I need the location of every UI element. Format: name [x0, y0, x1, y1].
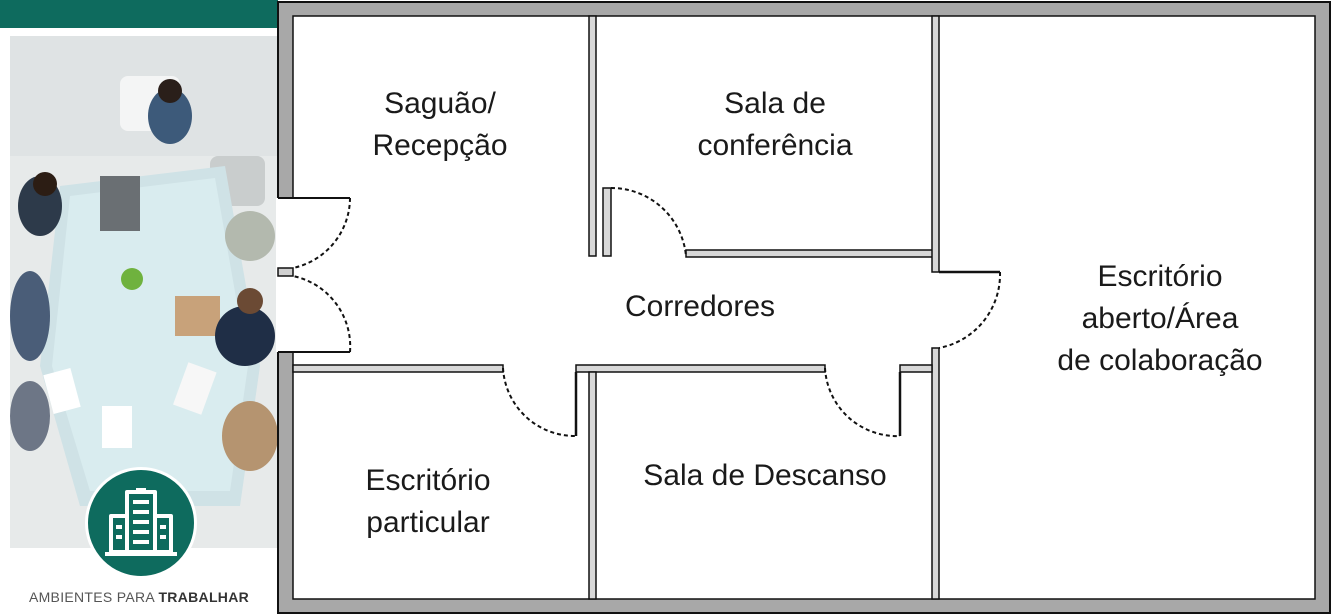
room-label-private-office-line1: Escritório [365, 464, 491, 497]
room-label-corridors-line1: Corredores [624, 290, 776, 323]
room-label-lobby-line2: Recepção [372, 129, 508, 162]
room-label-lobby-line1: Saguão/ [384, 87, 496, 120]
room-label-open-office-line1: Escritório [1097, 260, 1223, 293]
office-building-icon [85, 467, 197, 579]
brand-label-bold: TRABALHAR [158, 589, 250, 605]
brand-label: AMBIENTES PARA TRABALHAR [0, 589, 278, 605]
room-label-private-office-line2: particular [366, 506, 490, 539]
brand-label-light: AMBIENTES PARA [28, 589, 159, 605]
room-label-conference-line1: Sala de [724, 87, 826, 120]
meeting-photo-illustration [10, 36, 278, 548]
door-swings [502, 186, 1002, 438]
room-label-break-room-line1: Sala de Descanso [643, 459, 887, 492]
room-label-private-office: Escritório particular [333, 460, 523, 544]
entrance-doors [276, 197, 352, 353]
room-label-open-office: Escritório aberto/Área de colaboração [1015, 256, 1305, 382]
outer-wall [277, 1, 1331, 614]
sidebar-panel: AMBIENTES PARA TRABALHAR [0, 0, 278, 615]
room-label-conference-line2: conferência [697, 129, 853, 162]
door-jambs [574, 270, 1000, 436]
room-label-conference: Sala de conferência [675, 83, 875, 167]
header-accent-bar [0, 0, 278, 28]
room-label-corridors: Corredores [600, 286, 800, 328]
room-label-open-office-line3: de colaboração [1057, 344, 1263, 377]
meeting-table-photo [10, 36, 278, 548]
room-label-open-office-line2: aberto/Área [1081, 302, 1239, 335]
room-label-break-room: Sala de Descanso [620, 455, 910, 497]
room-label-lobby: Saguão/ Recepção [345, 83, 535, 167]
